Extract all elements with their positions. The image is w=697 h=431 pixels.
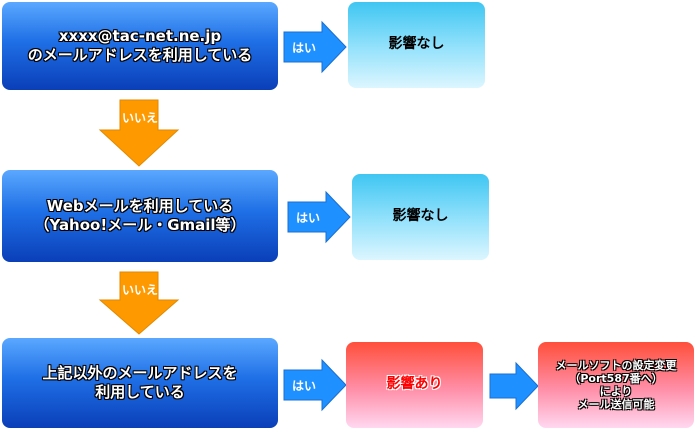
question-box-1: xxxx@tac-net.ne.jp のメールアドレスを利用している	[2, 2, 278, 90]
result-text-2: 影響なし	[392, 208, 449, 225]
yes-arrow-2	[287, 190, 351, 244]
yes-label-3: はい	[291, 378, 316, 393]
no-arrow-2	[98, 271, 180, 335]
question-box-3: 上記以外のメールアドレスを 利用している	[2, 338, 278, 428]
result-text-1: 影響なし	[388, 36, 445, 53]
followup-box: メールソフトの設定変更 （Port587番へ） により メール送信可能	[538, 342, 694, 428]
yes-arrow-3	[283, 358, 347, 412]
result-box-3: 影響あり	[346, 342, 483, 428]
yes-label-1: はい	[291, 40, 316, 55]
yes-label-2: はい	[295, 210, 320, 225]
no-label-2: いいえ	[121, 282, 158, 297]
result-box-1: 影響なし	[348, 2, 485, 88]
followup-text: メールソフトの設定変更 （Port587番へ） により メール送信可能	[555, 358, 677, 412]
question-text-1: xxxx@tac-net.ne.jp のメールアドレスを利用している	[27, 27, 253, 64]
no-label-1: いいえ	[121, 110, 158, 125]
question-box-2: Webメールを利用している （Yahoo!メール・Gmail等）	[2, 170, 278, 262]
result-box-2: 影響なし	[352, 174, 489, 260]
question-text-2: Webメールを利用している （Yahoo!メール・Gmail等）	[34, 197, 246, 234]
yes-arrow-1	[283, 20, 347, 74]
followup-arrow	[489, 361, 539, 411]
question-text-3: 上記以外のメールアドレスを 利用している	[42, 364, 238, 401]
result-text-3: 影響あり	[386, 376, 443, 393]
no-arrow-1	[98, 99, 180, 167]
